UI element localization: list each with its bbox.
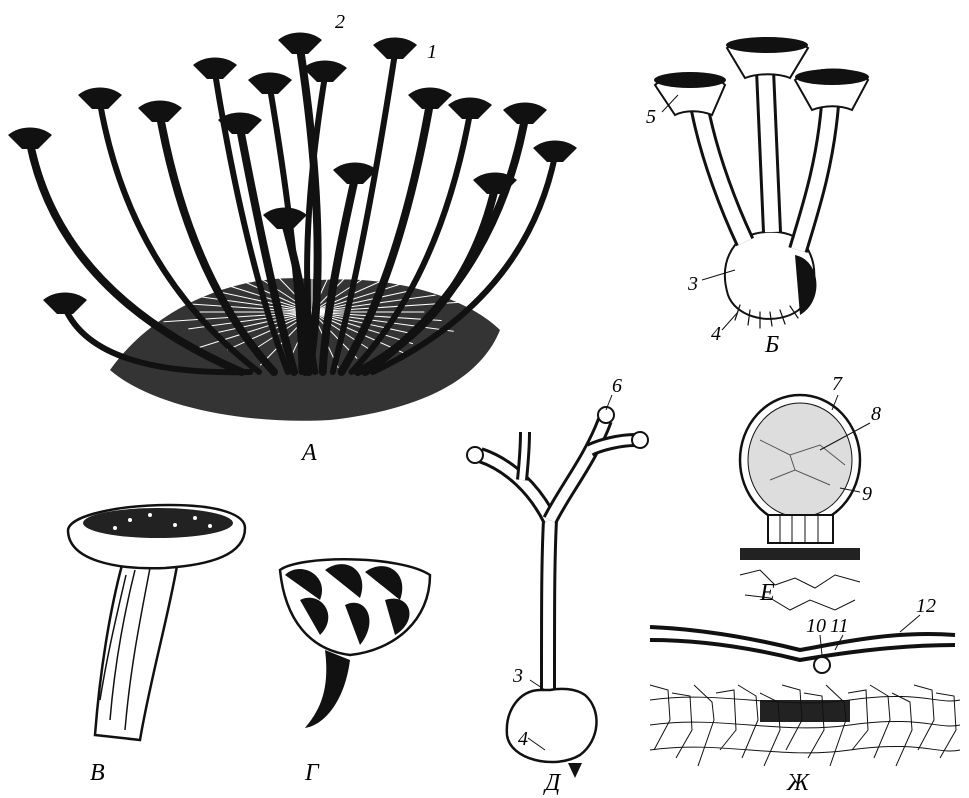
panel-a-drawing bbox=[8, 33, 577, 421]
label-1: 1 bbox=[427, 41, 437, 63]
panel-label-d: Д bbox=[543, 770, 562, 796]
label-8: 8 bbox=[871, 403, 881, 425]
panel-v-drawing bbox=[68, 505, 245, 740]
panel-label-v: В bbox=[90, 760, 105, 786]
label-7: 7 bbox=[832, 373, 843, 395]
panel-d-drawing bbox=[467, 395, 648, 778]
panel-label-e: Е bbox=[759, 580, 775, 606]
panel-e-drawing bbox=[740, 395, 870, 610]
panel-label-b: Б bbox=[764, 332, 779, 358]
panel-label-a: А bbox=[300, 440, 317, 466]
label-6: 6 bbox=[612, 375, 622, 397]
label-3-d: 3 bbox=[512, 665, 523, 687]
label-4-b: 4 bbox=[711, 323, 721, 345]
label-10: 10 bbox=[806, 615, 826, 637]
label-2: 2 bbox=[335, 11, 345, 33]
label-11: 11 bbox=[830, 615, 849, 637]
panel-b-drawing bbox=[654, 37, 869, 330]
panel-label-zh: Ж bbox=[786, 770, 810, 796]
label-4-d: 4 bbox=[518, 728, 528, 750]
label-9: 9 bbox=[862, 483, 872, 505]
label-5: 5 bbox=[646, 106, 656, 128]
panel-label-g: Г bbox=[304, 760, 320, 786]
label-3-b: 3 bbox=[687, 273, 698, 295]
label-12: 12 bbox=[916, 595, 936, 617]
panel-g-drawing bbox=[280, 559, 430, 728]
panel-zh-drawing bbox=[650, 615, 960, 766]
